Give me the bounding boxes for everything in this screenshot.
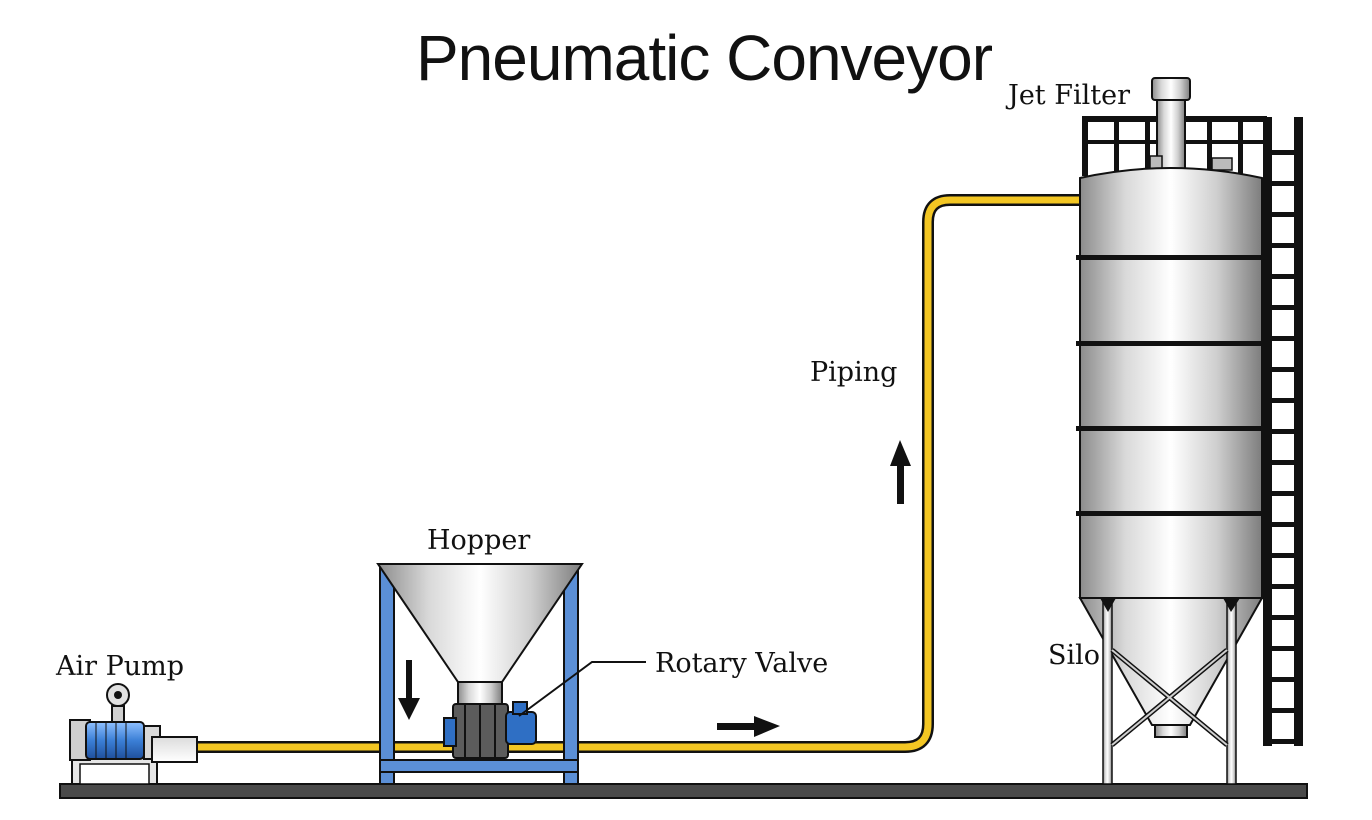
ladder-rung xyxy=(1263,646,1303,651)
down-arrow-icon xyxy=(398,660,420,720)
rotary-valve-leader-line xyxy=(518,661,646,717)
silo-legs xyxy=(1100,597,1240,785)
label-air-pump: Air Pump xyxy=(55,651,184,682)
air-pump xyxy=(69,683,198,785)
ladder-rung xyxy=(1263,522,1303,527)
right-arrow-icon xyxy=(717,716,780,737)
label-piping: Piping xyxy=(810,357,897,388)
ladder-rung xyxy=(1263,336,1303,341)
ladder-rung xyxy=(1263,212,1303,217)
ladder-rung xyxy=(1263,429,1303,434)
ladder-rung xyxy=(1263,460,1303,465)
ladder-rung xyxy=(1263,677,1303,682)
hopper xyxy=(376,563,584,707)
ground-base xyxy=(59,783,1308,799)
silo-ladder xyxy=(1263,117,1303,746)
conveyor-piping xyxy=(195,194,1082,753)
label-rotary-valve: Rotary Valve xyxy=(655,648,828,679)
ladder-rung xyxy=(1263,181,1303,186)
jet-filter xyxy=(1149,77,1233,171)
label-hopper: Hopper xyxy=(427,525,530,556)
ladder-rung xyxy=(1263,274,1303,279)
ladder-rung xyxy=(1263,367,1303,372)
ladder-rung xyxy=(1263,243,1303,248)
ladder-rung xyxy=(1263,553,1303,558)
ladder-rung xyxy=(1263,708,1303,713)
rotary-valve xyxy=(443,701,537,759)
diagram-title: Pneumatic Conveyor xyxy=(416,22,993,94)
ladder-rung xyxy=(1263,739,1303,744)
ladder-rung xyxy=(1263,615,1303,620)
ladder-rung xyxy=(1263,150,1303,155)
ladder-rung xyxy=(1263,584,1303,589)
up-arrow-icon xyxy=(890,440,911,504)
ladder-rung xyxy=(1263,305,1303,310)
ladder-rung xyxy=(1263,491,1303,496)
label-jet-filter: Jet Filter xyxy=(1005,80,1130,111)
label-silo: Silo xyxy=(1048,640,1100,671)
silo xyxy=(1076,167,1266,738)
ladder-rung xyxy=(1263,398,1303,403)
